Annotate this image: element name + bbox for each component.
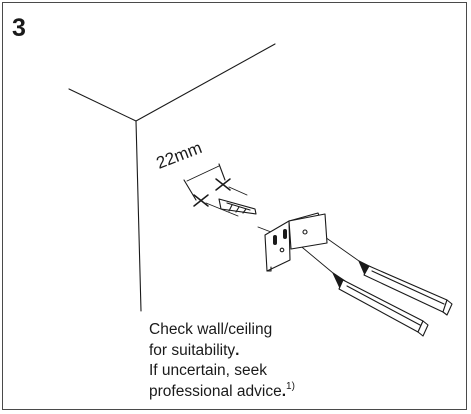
screw-right (358, 260, 453, 316)
note-line-3: If uncertain, seek (149, 362, 268, 379)
screw-left (332, 272, 429, 337)
note-line-2: for suitability. (149, 341, 295, 362)
note-line-1: Check wall/ceiling (149, 321, 273, 338)
drill-mark-right (215, 178, 231, 191)
note-line-4: professional advice.1) (149, 380, 295, 403)
mounting-bracket (264, 212, 328, 272)
instruction-panel: 3 22mm (2, 2, 467, 410)
wall-plug (218, 198, 257, 215)
mounting-illustration: 22mm (68, 43, 453, 337)
drill-mark-left (193, 194, 209, 207)
safety-note: Check wall/ceiling for suitability. If u… (149, 320, 295, 402)
wall-corner (68, 43, 276, 312)
note-line-2-text: for suitability (149, 341, 236, 359)
dimension-indicator: 22mm (154, 138, 226, 201)
note-line-4-text: professional advice (149, 382, 282, 400)
dimension-label: 22mm (154, 138, 205, 173)
footnote-marker: 1) (286, 380, 295, 392)
step-number: 3 (12, 14, 26, 42)
note-line-2-punct: . (235, 341, 240, 359)
note-line-4-punct: . (281, 382, 287, 400)
